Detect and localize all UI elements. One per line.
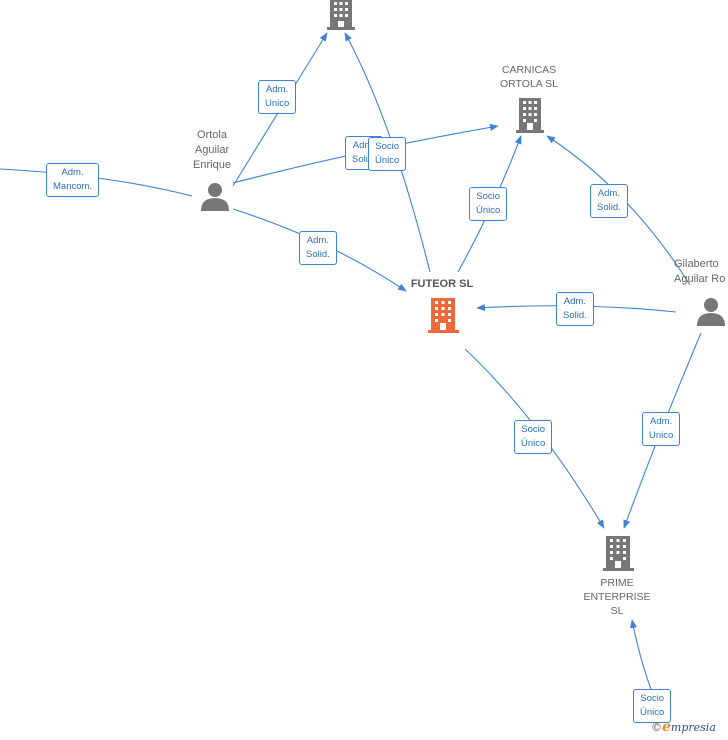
brand-name: mpresia <box>670 721 716 734</box>
person-icon-gilaberto[interactable] <box>695 296 727 328</box>
building-icon-carnicas[interactable] <box>516 98 546 134</box>
copyright-symbol: © <box>651 721 662 734</box>
edge-left-ortola <box>0 168 193 197</box>
relation-label[interactable]: Adm. Solid. <box>299 231 337 265</box>
brand-initial: e <box>662 719 671 735</box>
relation-label[interactable]: Adm. Unico <box>258 80 297 114</box>
relation-label[interactable]: Adm. Solid. <box>556 292 594 326</box>
empresia-logo: ©empresia <box>651 719 716 735</box>
building-icon-top[interactable] <box>327 0 357 30</box>
relation-label[interactable]: Socio Único <box>469 187 508 221</box>
relation-label[interactable]: Adm. Unico <box>642 412 681 446</box>
node-label-futeor[interactable]: FUTEOR SL <box>410 278 474 290</box>
building-icon-futeor[interactable] <box>428 298 460 334</box>
node-label-ortola[interactable]: Ortola Aguilar Enrique <box>193 129 231 171</box>
edge-bottom-prime <box>630 619 653 693</box>
relation-label[interactable]: Socio Único <box>514 420 553 454</box>
relation-label[interactable]: Adm. Solid. <box>590 184 628 218</box>
building-icon-prime[interactable] <box>603 536 635 572</box>
edge-futeor-top <box>344 32 431 273</box>
node-label-carnicas[interactable]: CARNICAS ORTOLA SL <box>500 64 558 90</box>
relation-label[interactable]: Socio Único <box>368 137 407 171</box>
relation-label[interactable]: Adm. Mancom. <box>46 163 100 197</box>
node-label-gilaberto[interactable]: Gilaberto Aguilar Ro <box>674 258 726 285</box>
person-icon-ortola[interactable] <box>199 181 231 213</box>
relation-label[interactable]: Socio Único <box>633 689 672 723</box>
node-label-prime[interactable]: PRIME ENTERPRISE SL <box>583 577 651 617</box>
